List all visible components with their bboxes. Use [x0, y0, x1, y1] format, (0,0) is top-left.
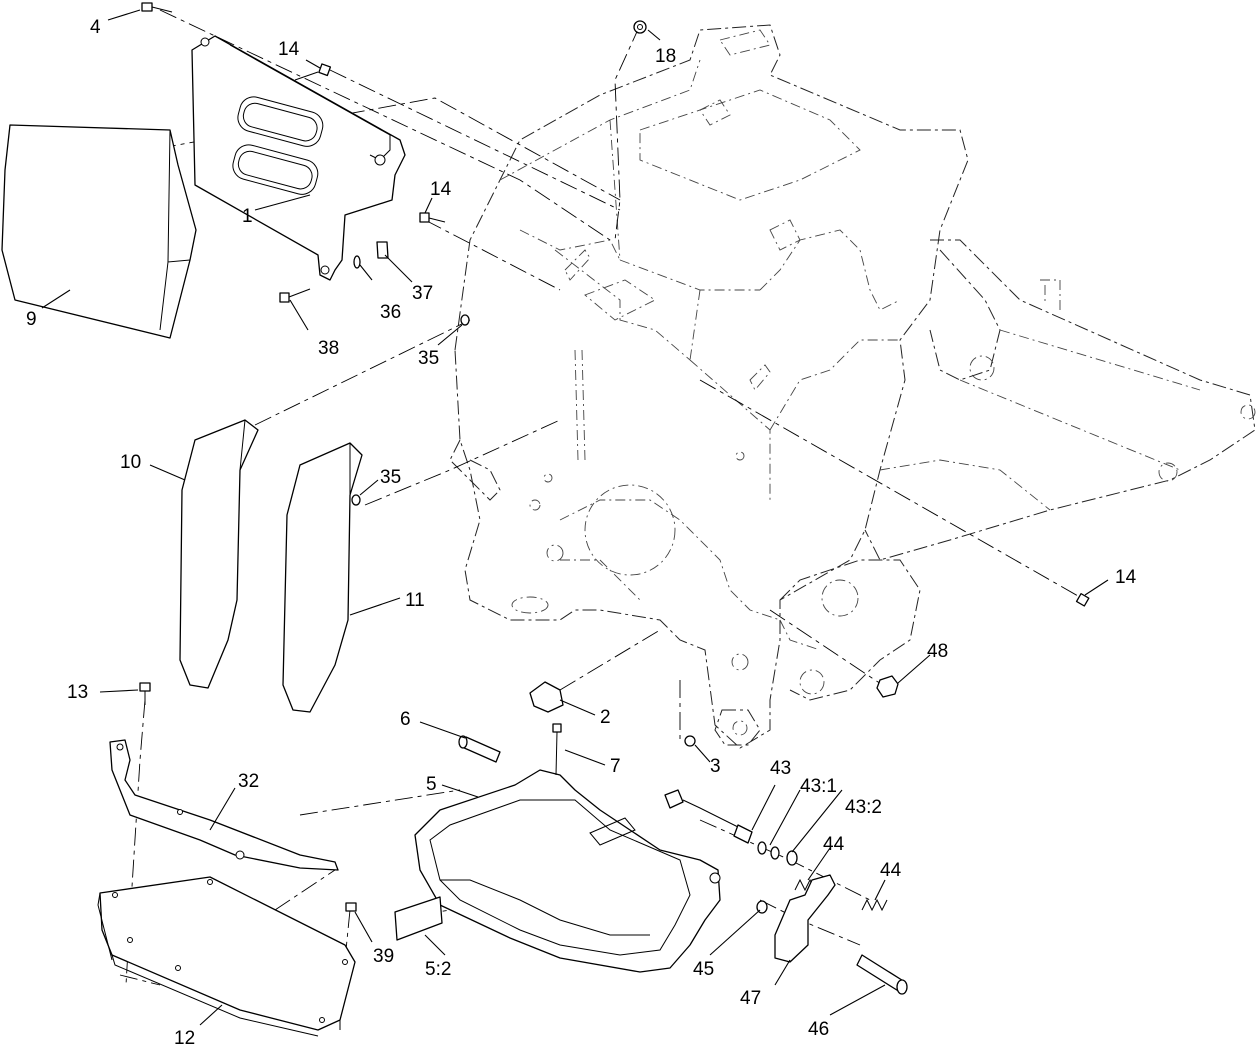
main-frame-phantom	[449, 24, 969, 749]
switch-43	[664, 789, 798, 866]
bolt-13	[139, 682, 151, 705]
bolt-7	[552, 723, 562, 776]
bolt-4	[141, 2, 173, 13]
callout-14-right: 14	[1115, 567, 1137, 588]
decal-5-2	[394, 896, 443, 941]
callout-4: 4	[90, 17, 101, 38]
callout-44-left: 44	[823, 834, 845, 855]
callout-14-top: 14	[278, 39, 300, 60]
callout-10: 10	[120, 452, 141, 473]
bolt-14-right	[1075, 593, 1090, 607]
washer-35-lower	[351, 494, 361, 506]
nut-18	[633, 20, 647, 34]
callout-14-mid: 14	[430, 179, 452, 200]
callout-45: 45	[693, 959, 714, 980]
callout-12: 12	[174, 1028, 195, 1049]
part-11-side-pad	[282, 442, 363, 713]
pin-6	[458, 735, 501, 763]
part-5-foot-platform	[414, 769, 721, 973]
spring-44-right	[861, 898, 888, 912]
callout-1: 1	[242, 206, 253, 227]
pedal-47	[774, 874, 836, 963]
part-32-bracket-arm	[109, 739, 339, 871]
knob-2	[529, 681, 564, 713]
callout-39: 39	[373, 946, 394, 967]
callout-36: 36	[380, 302, 401, 323]
callout-18: 18	[655, 46, 676, 67]
part-9-edge	[159, 129, 191, 331]
callout-43: 43	[770, 758, 791, 779]
callout-9: 9	[26, 309, 37, 330]
callout-38: 38	[318, 338, 339, 359]
bolt-39	[345, 902, 357, 912]
callout-5: 5	[426, 774, 437, 795]
lift-arm-phantom	[779, 239, 1256, 701]
callout-3: 3	[710, 756, 721, 777]
bolt-14-top	[294, 63, 332, 81]
callout-44-right: 44	[880, 860, 902, 881]
callout-37: 37	[412, 283, 433, 304]
part-9-rear-pad	[1, 124, 197, 339]
part-10-side-pad	[179, 419, 259, 689]
callout-5-2: 5:2	[425, 959, 451, 980]
bolt-14-mid	[419, 212, 446, 223]
bolt-38	[279, 288, 311, 303]
part-10-edge	[239, 419, 246, 471]
callout-11: 11	[405, 590, 425, 611]
callout-35-upper: 35	[418, 348, 439, 369]
callout-13: 13	[67, 682, 88, 703]
callout-2: 2	[600, 707, 611, 728]
callout-6: 6	[400, 709, 411, 730]
callout-7: 7	[610, 756, 621, 777]
leader-lines	[41, 9, 1109, 1026]
callout-48: 48	[927, 641, 948, 662]
nut-48	[876, 675, 899, 698]
pin-46	[856, 954, 908, 995]
part-1-mounting-plate	[191, 35, 406, 281]
washer-36	[353, 255, 361, 269]
part-12-base-plate	[97, 876, 356, 1037]
callout-43-1: 43:1	[800, 776, 837, 797]
callout-32: 32	[238, 771, 259, 792]
callout-35-lower: 35	[380, 467, 401, 488]
callout-47: 47	[740, 988, 761, 1009]
callout-labels: 4 14 18 14 1 37 9 36 38 35 10 35 14 11 4…	[26, 17, 1137, 1049]
nut-3	[684, 735, 696, 747]
callout-46: 46	[808, 1019, 829, 1040]
callout-43-2: 43:2	[845, 797, 882, 818]
washer-35-upper	[460, 314, 470, 326]
